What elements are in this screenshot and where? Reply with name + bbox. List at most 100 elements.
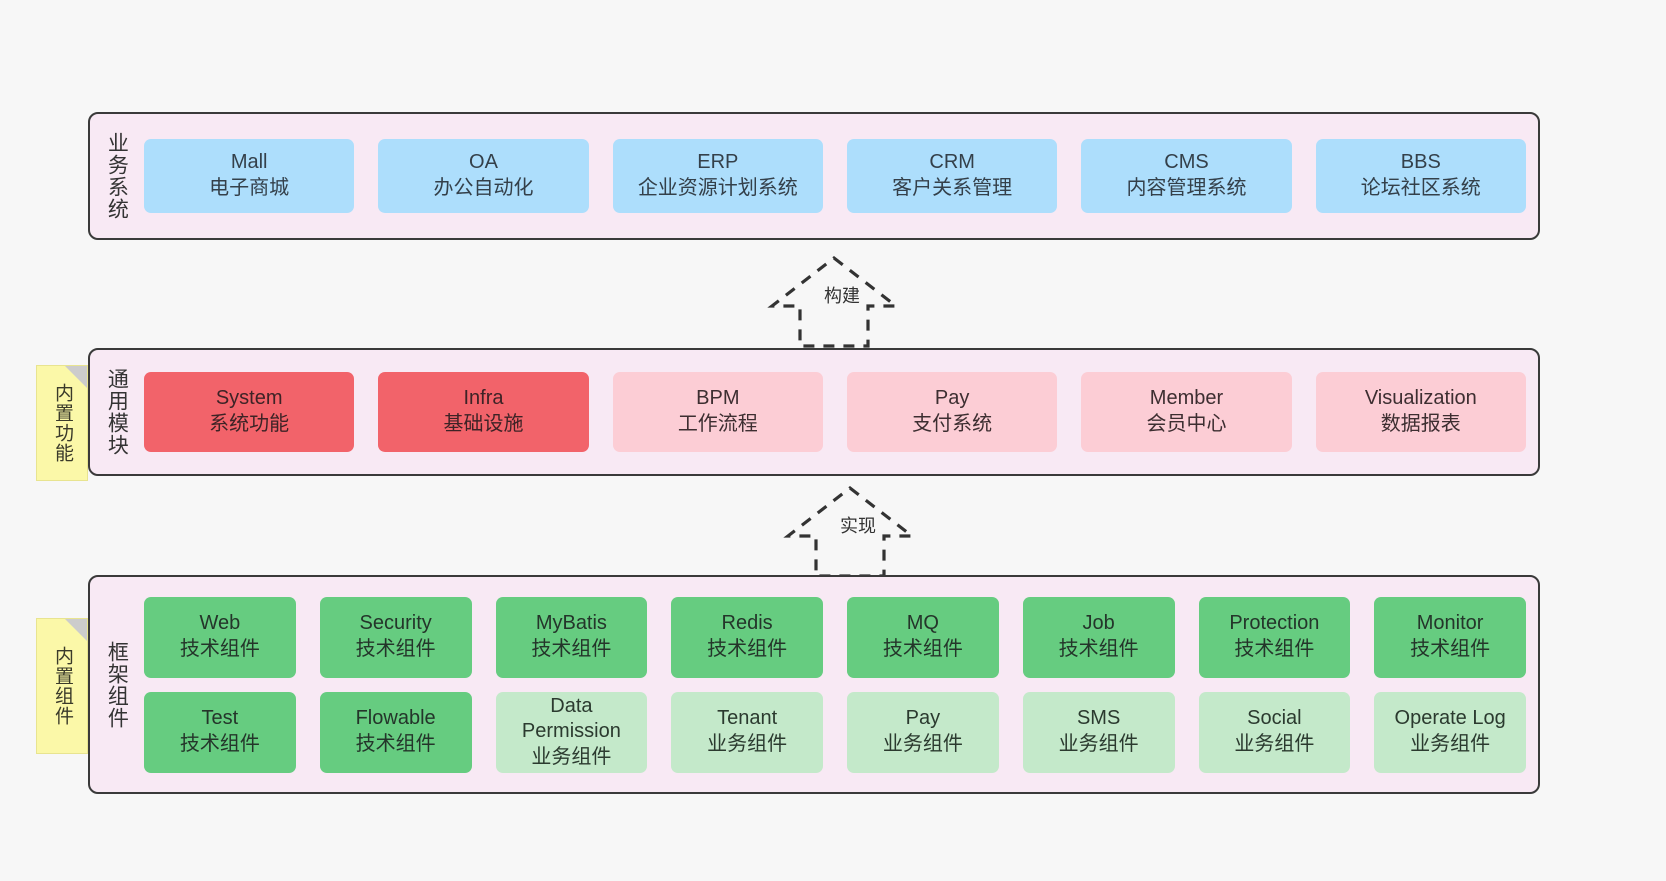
- card-title: Social: [1247, 707, 1302, 730]
- card-member[interactable]: Member 会员中心: [1081, 372, 1292, 452]
- card-mall[interactable]: Mall 电子商城: [144, 139, 355, 213]
- card-subtitle: 内容管理系统: [1126, 177, 1247, 199]
- card-title: SMS: [1076, 707, 1121, 730]
- card-subtitle: 业务组件: [707, 733, 788, 755]
- note-builtin-component: 内置组件: [36, 618, 88, 754]
- card-title: Data Permission: [521, 694, 621, 743]
- card-subtitle: 基础设施: [443, 413, 524, 435]
- card-title: Member: [1149, 387, 1224, 410]
- card-flowable[interactable]: Flowable 技术组件: [319, 691, 472, 773]
- card-title: Mall: [230, 151, 268, 174]
- card-title: Test: [201, 707, 239, 730]
- card-title: CMS: [1164, 151, 1209, 174]
- layer-label-framework-components: 框架组件: [105, 640, 129, 729]
- layer-label-common-modules: 通用模块: [105, 368, 129, 456]
- card-system[interactable]: System 系统功能: [144, 372, 355, 452]
- card-data-permission[interactable]: Data Permission 业务组件: [495, 691, 648, 773]
- arrow-implement: 实现: [760, 484, 940, 580]
- card-subtitle: 技术组件: [179, 638, 260, 660]
- card-subtitle: 技术组件: [1410, 638, 1491, 660]
- card-subtitle: 企业资源计划系统: [637, 177, 798, 199]
- card-subtitle: 支付系统: [912, 413, 993, 435]
- card-title: Monitor: [1416, 612, 1484, 635]
- card-subtitle: 技术组件: [179, 733, 260, 755]
- card-subtitle: 客户关系管理: [892, 177, 1013, 199]
- card-title: Pay: [905, 707, 941, 730]
- layer-body-common-modules: System 系统功能 Infra 基础设施 BPM 工作流程 Pay 支付系统…: [142, 350, 1538, 474]
- card-subtitle: 业务组件: [1058, 733, 1139, 755]
- layer-label-business-system: 业务系统: [105, 132, 129, 220]
- card-title: Tenant: [717, 707, 778, 730]
- card-operate-log[interactable]: Operate Log 业务组件: [1374, 691, 1526, 773]
- card-bbs[interactable]: BBS 论坛社区系统: [1315, 139, 1526, 213]
- card-redis[interactable]: Redis 技术组件: [671, 596, 823, 678]
- note-text: 内置功能: [52, 383, 74, 463]
- card-bpm[interactable]: BPM 工作流程: [612, 372, 823, 452]
- layer-business-system: 业务系统 Mall 电子商城 OA 办公自动化 ERP 企业资源计划系统 CRM…: [88, 112, 1540, 240]
- card-protection[interactable]: Protection 技术组件: [1198, 596, 1351, 678]
- card-title: BPM: [696, 387, 740, 410]
- card-title: Redis: [721, 612, 773, 635]
- card-subtitle: 技术组件: [355, 733, 436, 755]
- card-title: Flowable: [355, 707, 436, 730]
- card-subtitle: 技术组件: [531, 638, 612, 660]
- card-row: Test 技术组件 Flowable 技术组件 Data Permission …: [144, 691, 1526, 773]
- card-mybatis[interactable]: MyBatis 技术组件: [495, 596, 648, 678]
- card-title: Pay: [934, 387, 970, 410]
- card-subtitle: 业务组件: [882, 733, 963, 755]
- card-pay-module[interactable]: Pay 支付系统: [846, 372, 1058, 452]
- card-subtitle: 技术组件: [1058, 638, 1139, 660]
- layer-framework-components: 框架组件 Web 技术组件 Security 技术组件 MyBatis 技术组件…: [88, 575, 1540, 794]
- card-title: BBS: [1400, 151, 1441, 174]
- generalization-arrow-icon: [767, 255, 901, 348]
- card-visualization[interactable]: Visualization 数据报表: [1315, 372, 1526, 452]
- arrow-label-implement: 实现: [838, 512, 878, 538]
- card-social[interactable]: Social 业务组件: [1198, 691, 1351, 773]
- card-subtitle: 数据报表: [1380, 413, 1461, 435]
- card-title: Protection: [1229, 612, 1320, 635]
- card-title: OA: [469, 151, 498, 174]
- layer-common-modules: 通用模块 System 系统功能 Infra 基础设施 BPM 工作流程 Pay…: [88, 348, 1540, 476]
- arrow-build: 构建: [744, 254, 924, 350]
- folded-corner-icon: [65, 366, 87, 388]
- card-infra[interactable]: Infra 基础设施: [378, 372, 589, 452]
- card-subtitle: 会员中心: [1146, 413, 1227, 435]
- card-sms[interactable]: SMS 业务组件: [1022, 691, 1175, 773]
- card-title: Security: [359, 612, 432, 635]
- card-oa[interactable]: OA 办公自动化: [378, 139, 589, 213]
- card-pay-component[interactable]: Pay 业务组件: [847, 691, 999, 773]
- card-tenant[interactable]: Tenant 业务组件: [671, 691, 823, 773]
- card-subtitle: 技术组件: [355, 638, 436, 660]
- card-title: CRM: [929, 151, 975, 174]
- card-mq[interactable]: MQ 技术组件: [847, 596, 999, 678]
- card-title: ERP: [697, 151, 739, 174]
- card-security[interactable]: Security 技术组件: [319, 596, 472, 678]
- card-row: System 系统功能 Infra 基础设施 BPM 工作流程 Pay 支付系统…: [144, 372, 1526, 452]
- card-subtitle: 电子商城: [209, 177, 290, 199]
- card-monitor[interactable]: Monitor 技术组件: [1374, 596, 1526, 678]
- card-web[interactable]: Web 技术组件: [144, 596, 296, 678]
- layer-body-framework-components: Web 技术组件 Security 技术组件 MyBatis 技术组件 Redi…: [142, 577, 1538, 792]
- card-title: Operate Log: [1394, 707, 1506, 730]
- card-subtitle: 系统功能: [209, 413, 290, 435]
- card-row: Mall 电子商城 OA 办公自动化 ERP 企业资源计划系统 CRM 客户关系…: [144, 139, 1526, 213]
- layer-body-business-system: Mall 电子商城 OA 办公自动化 ERP 企业资源计划系统 CRM 客户关系…: [142, 114, 1538, 238]
- card-test[interactable]: Test 技术组件: [144, 691, 296, 773]
- card-title: Web: [199, 612, 241, 635]
- card-title: MyBatis: [535, 612, 607, 635]
- card-title: Infra: [463, 387, 504, 410]
- note-text: 内置组件: [52, 646, 74, 726]
- card-subtitle: 技术组件: [707, 638, 788, 660]
- card-subtitle: 论坛社区系统: [1360, 177, 1481, 199]
- card-title: Visualization: [1364, 387, 1477, 410]
- arrow-label-build: 构建: [822, 282, 862, 308]
- card-cms[interactable]: CMS 内容管理系统: [1081, 139, 1292, 213]
- note-builtin-function: 内置功能: [36, 365, 88, 481]
- card-crm[interactable]: CRM 客户关系管理: [846, 139, 1058, 213]
- card-title: System: [215, 387, 283, 410]
- card-subtitle: 业务组件: [1234, 733, 1315, 755]
- card-job[interactable]: Job 技术组件: [1022, 596, 1175, 678]
- card-erp[interactable]: ERP 企业资源计划系统: [612, 139, 823, 213]
- card-title: MQ: [906, 612, 939, 635]
- card-subtitle: 技术组件: [1234, 638, 1315, 660]
